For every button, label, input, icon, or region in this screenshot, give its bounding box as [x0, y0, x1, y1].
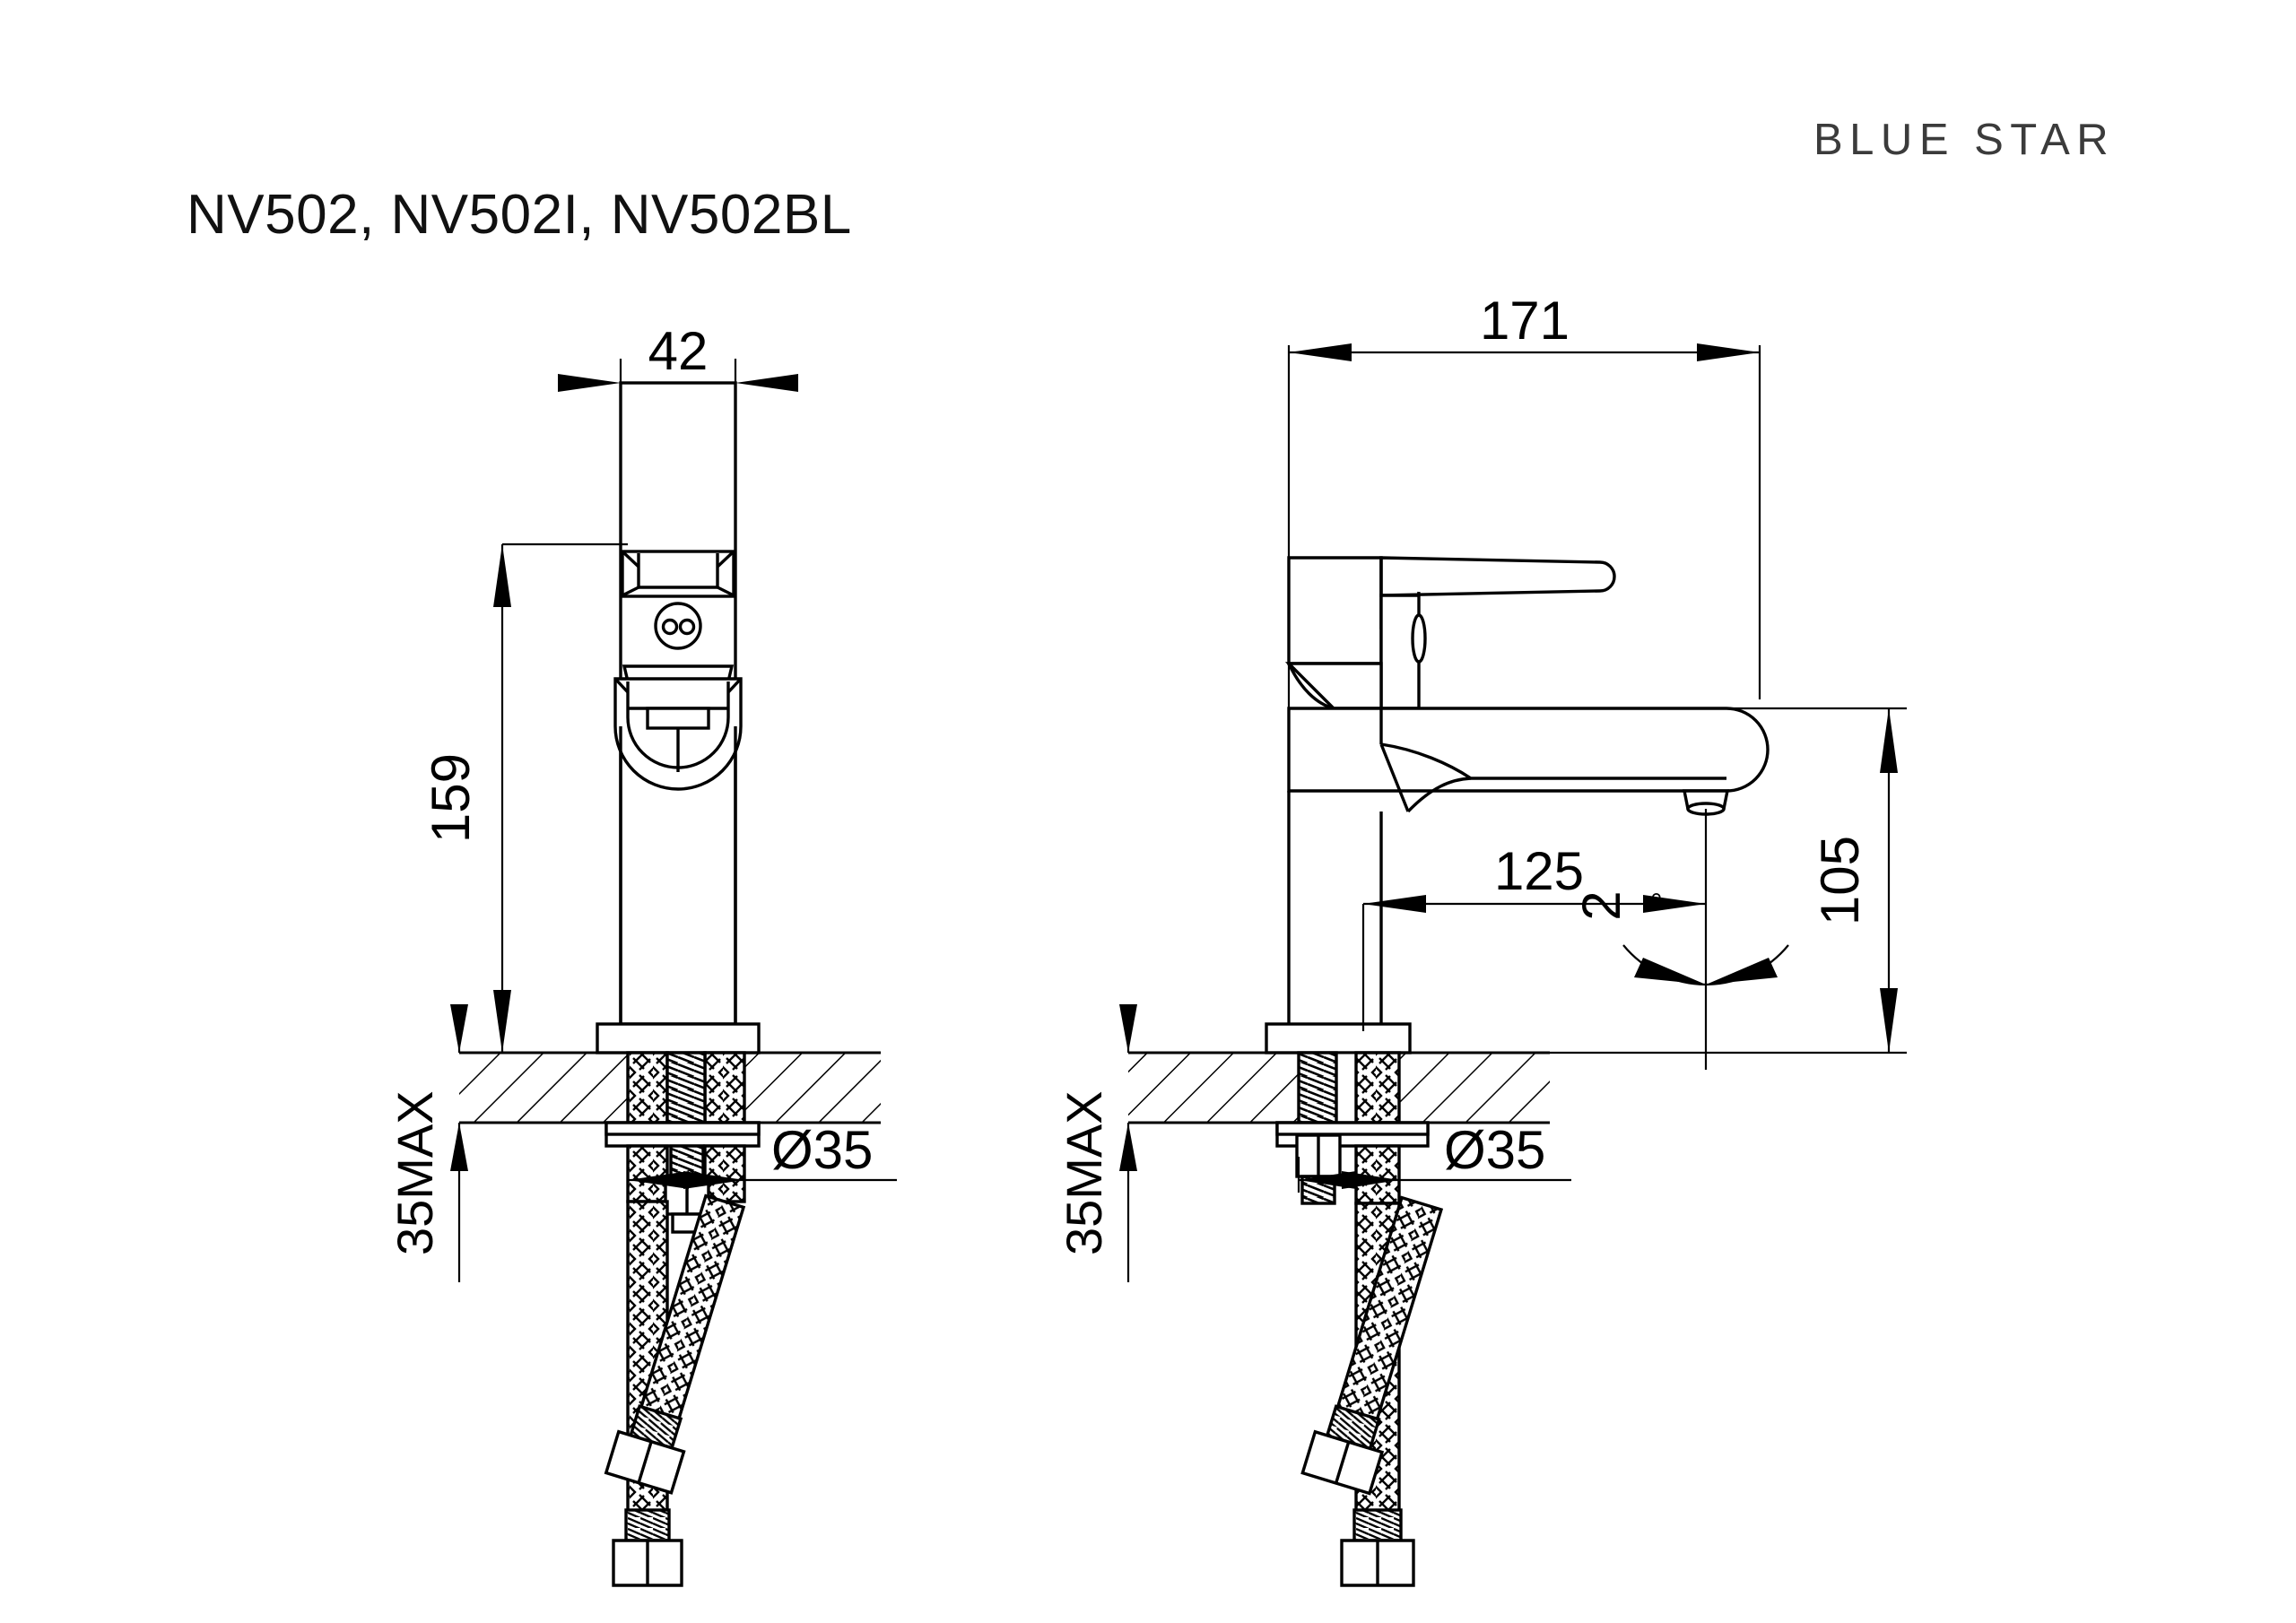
dimension-value-159: 159 — [421, 753, 481, 843]
dimension-value-dia35-side: Ø35 — [1444, 1120, 1545, 1180]
front-faucet-body — [596, 381, 761, 1055]
dimension-angle-2deg: 2 ° — [1571, 809, 1789, 1070]
indicator-cap-icon — [654, 602, 702, 650]
dimension-value-2deg: 2 — [1571, 890, 1631, 920]
front-elevation-view: 42 — [387, 321, 897, 1587]
dimension-value-dia35-front: Ø35 — [771, 1120, 873, 1180]
side-elevation-view: 171 — [1056, 291, 1907, 1587]
dimension-hole-dia-35-side: Ø35 — [1297, 1120, 1571, 1193]
front-supply-hoses — [604, 1193, 746, 1587]
brand-logo: BLUE STAR — [1813, 116, 2116, 164]
dimension-hole-dia-35-front: Ø35 — [626, 1120, 897, 1193]
dimension-deck-35max-front: 35MAX — [387, 1004, 468, 1282]
dimension-value-35max-front: 35MAX — [387, 1090, 443, 1255]
dimension-value-42: 42 — [648, 321, 709, 381]
dimension-value-35max-side: 35MAX — [1056, 1090, 1112, 1255]
dimension-height-159: 159 — [421, 542, 628, 1053]
side-faucet-body — [1265, 556, 1770, 1055]
dimension-width-42: 42 — [558, 321, 798, 421]
side-supply-hoses — [1300, 1195, 1444, 1587]
dimension-length-171: 171 — [1287, 291, 1761, 1031]
dimension-value-171: 171 — [1480, 291, 1570, 351]
dimension-value-105: 105 — [1810, 836, 1870, 925]
page-title: NV502, NV502I, NV502BL — [187, 184, 852, 246]
deck-section-side — [1128, 1051, 1550, 1124]
front-mounting-assembly — [604, 1051, 761, 1234]
dimension-value-125: 125 — [1494, 841, 1584, 901]
dimension-deck-35max-side: 35MAX — [1056, 1004, 1137, 1282]
dimension-spout-reach-125: 125 — [1361, 841, 1706, 1031]
dimension-spout-height-105: 105 — [1464, 707, 1907, 1055]
